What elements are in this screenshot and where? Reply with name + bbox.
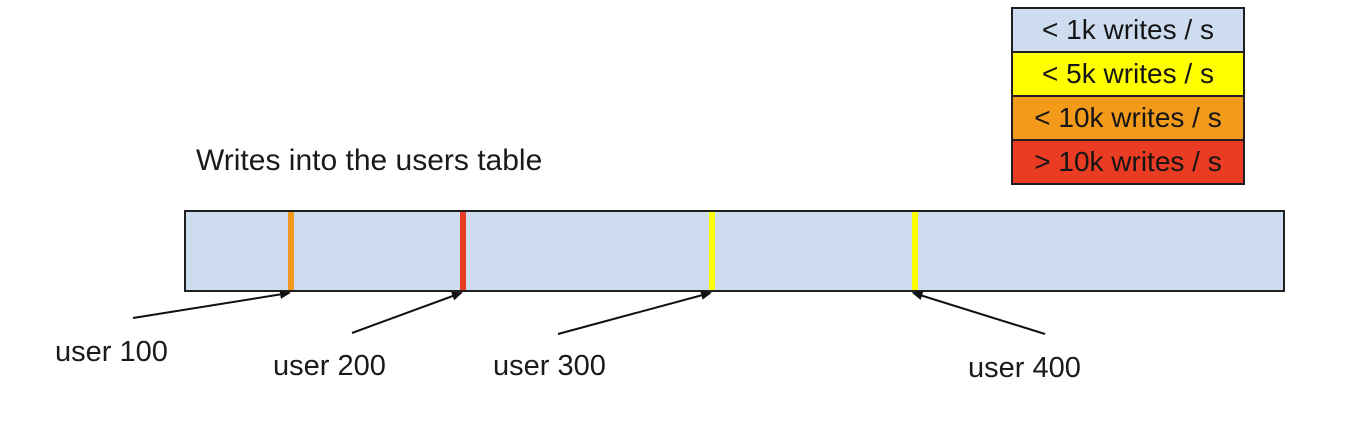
user-label: user 300 [493, 350, 606, 382]
legend-label: < 10k writes / s [1034, 102, 1222, 133]
user-label: user 200 [273, 350, 386, 382]
user-label: user 100 [55, 336, 168, 368]
legend-item: < 5k writes / s [1011, 51, 1245, 97]
write-rate-marker [288, 212, 294, 290]
legend-label: < 1k writes / s [1042, 14, 1214, 45]
users-table-bar [184, 210, 1285, 292]
write-rate-marker [709, 212, 715, 290]
callout-arrow [132, 289, 292, 319]
write-rate-marker [460, 212, 466, 290]
user-label: user 400 [968, 352, 1081, 384]
legend-label: < 5k writes / s [1042, 58, 1214, 89]
callout-arrow [557, 290, 712, 335]
legend-item: > 10k writes / s [1011, 139, 1245, 185]
callout-arrow [911, 291, 1046, 335]
write-rate-marker [912, 212, 918, 290]
legend-item: < 10k writes / s [1011, 95, 1245, 141]
legend-label: > 10k writes / s [1034, 146, 1222, 177]
legend-item: < 1k writes / s [1011, 7, 1245, 53]
legend: < 1k writes / s < 5k writes / s < 10k writ… [1011, 7, 1245, 185]
callout-arrow [351, 291, 463, 334]
diagram-title: Writes into the users table [196, 144, 543, 177]
